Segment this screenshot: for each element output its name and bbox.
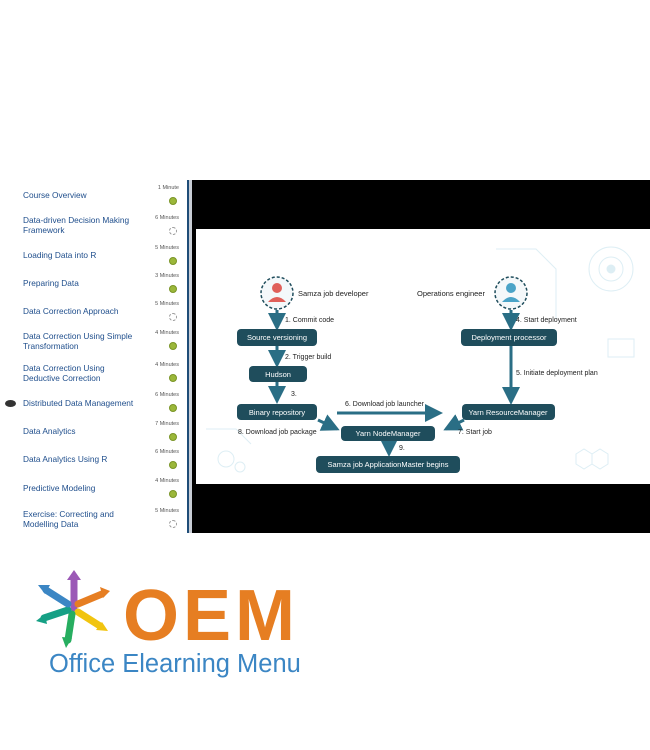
course-item-title: Data-driven Decision Making Framework — [23, 215, 130, 235]
person-icon — [494, 276, 528, 310]
course-item[interactable]: Data Analytics Using R 6 Minutes — [0, 449, 189, 479]
course-item-title: Data Analytics Using R — [23, 454, 108, 464]
course-item-duration: 6 Minutes — [155, 449, 179, 455]
course-item-title: Predictive Modeling — [23, 483, 96, 493]
step-6-label: 6. Download job launcher — [345, 401, 425, 408]
course-item-duration: 1 Minute — [157, 185, 179, 191]
step-7-label: 7. Start job — [458, 429, 492, 436]
logo-tagline: Office Elearning Menu — [49, 650, 301, 678]
svg-text:Samza job ApplicationMaster be: Samza job ApplicationMaster begins — [328, 460, 449, 469]
svg-text:Yarn ResourceManager: Yarn ResourceManager — [468, 408, 548, 417]
node-yarn-resource-manager: Yarn ResourceManager — [462, 404, 555, 420]
completed-status-icon — [169, 197, 177, 205]
course-item-title: Exercise: Correcting and Modelling Data — [23, 509, 114, 529]
course-item-title: Loading Data into R — [23, 250, 97, 260]
svg-text:Yarn NodeManager: Yarn NodeManager — [356, 429, 421, 438]
arrows-logo-icon — [36, 570, 110, 648]
course-item-title: Data Analytics — [23, 426, 76, 436]
slide-diagram: Samza job developer Operations engineer — [196, 229, 650, 484]
svg-text:Binary repository: Binary repository — [249, 408, 306, 417]
course-item[interactable]: Preparing Data 3 Minutes — [0, 273, 189, 303]
course-item-duration: 6 Minutes — [155, 392, 179, 398]
step-4-label: 4. Start deployment — [516, 317, 577, 324]
completed-status-icon — [169, 285, 177, 293]
node-samza-appmaster: Samza job ApplicationMaster begins — [316, 456, 460, 473]
video-player: Course Overview 1 Minute Data-driven Dec… — [0, 180, 650, 533]
node-deployment-processor: Deployment processor — [461, 329, 557, 346]
completed-status-icon — [169, 461, 177, 469]
step-labels: 1. Commit code 2. Trigger build 3. 4. St… — [238, 317, 598, 452]
step-3-label: 3. — [291, 391, 297, 398]
course-item-duration: 4 Minutes — [155, 362, 179, 368]
completed-status-icon — [169, 257, 177, 265]
svg-text:Hudson: Hudson — [265, 370, 291, 379]
step-9-label: 9. — [399, 445, 405, 452]
completed-status-icon — [169, 374, 177, 382]
course-item[interactable]: Data Correction Using Deductive Correcti… — [0, 362, 189, 392]
course-item-duration: 4 Minutes — [155, 330, 179, 336]
node-hudson: Hudson — [249, 366, 307, 382]
completed-status-icon — [169, 342, 177, 350]
sidebar-scrollbar[interactable] — [187, 180, 189, 533]
course-item-title: Distributed Data Management — [23, 398, 134, 408]
person-icon — [260, 276, 294, 310]
svg-text:Source versioning: Source versioning — [247, 333, 307, 342]
course-item-title: Data Correction Using Deductive Correcti… — [23, 363, 105, 383]
course-item-title: Data Correction Approach — [23, 306, 119, 316]
course-item[interactable]: Data Correction Using Simple Transformat… — [0, 330, 189, 360]
oem-logo: OEM Office Elearning Menu — [30, 568, 320, 688]
incomplete-status-icon — [169, 313, 177, 321]
step-8-label: 8. Download job package — [238, 429, 317, 436]
node-binary-repository: Binary repository — [237, 404, 317, 420]
completed-status-icon — [169, 433, 177, 441]
node-source-versioning: Source versioning — [237, 329, 317, 346]
step-2-label: 2. Trigger build — [285, 354, 331, 361]
course-item[interactable]: Loading Data into R 5 Minutes — [0, 245, 189, 275]
svg-text:Deployment processor: Deployment processor — [471, 333, 547, 342]
course-item-current[interactable]: Distributed Data Management 6 Minutes — [0, 392, 189, 422]
course-item-duration: 7 Minutes — [155, 421, 179, 427]
course-item[interactable]: Course Overview 1 Minute — [0, 185, 189, 215]
flow-arrows — [268, 310, 520, 457]
course-item[interactable]: Data Correction Approach 5 Minutes — [0, 301, 189, 331]
course-sidebar: Course Overview 1 Minute Data-driven Dec… — [0, 180, 192, 533]
completed-status-icon — [169, 404, 177, 412]
course-item-duration: 5 Minutes — [155, 301, 179, 307]
course-item[interactable]: Data-driven Decision Making Framework 6 … — [0, 215, 189, 245]
completed-status-icon — [169, 490, 177, 498]
course-item[interactable]: Exercise: Correcting and Modelling Data … — [0, 508, 189, 533]
course-item[interactable]: Predictive Modeling 4 Minutes — [0, 478, 189, 508]
course-item-duration: 5 Minutes — [155, 508, 179, 514]
incomplete-status-icon — [169, 227, 177, 235]
course-item[interactable]: Data Analytics 7 Minutes — [0, 421, 189, 451]
current-lesson-marker-icon — [5, 400, 16, 407]
actor-developer-label: Samza job developer — [298, 289, 369, 298]
course-item-duration: 5 Minutes — [155, 245, 179, 251]
course-item-title: Preparing Data — [23, 278, 79, 288]
step-1-label: 1. Commit code — [285, 317, 334, 324]
step-5-label: 5. Initiate deployment plan — [516, 370, 598, 377]
course-item-title: Course Overview — [23, 190, 87, 200]
incomplete-status-icon — [169, 520, 177, 528]
course-item-duration: 3 Minutes — [155, 273, 179, 279]
background-decoration — [206, 246, 635, 473]
actor-operations-label: Operations engineer — [417, 289, 485, 298]
course-item-duration: 4 Minutes — [155, 478, 179, 484]
node-yarn-node-manager: Yarn NodeManager — [341, 426, 435, 441]
course-item-title: Data Correction Using Simple Transformat… — [23, 331, 133, 351]
logo-brand: OEM — [123, 576, 300, 656]
course-item-duration: 6 Minutes — [155, 215, 179, 221]
